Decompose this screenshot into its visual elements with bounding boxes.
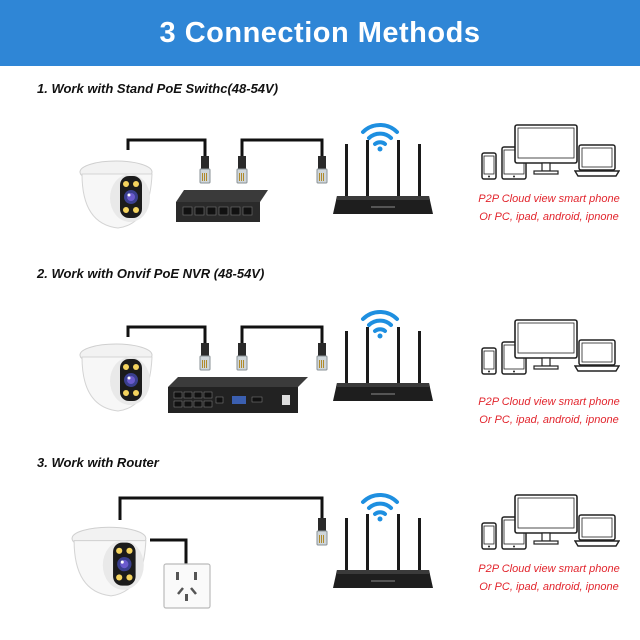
ethernet-cable	[126, 325, 324, 345]
caption-line: Or PC, ipad, android, ipnone	[479, 211, 619, 223]
caption-line: P2P Cloud view smart phone	[478, 563, 620, 575]
ethernet-plug-icon	[199, 343, 211, 371]
method-2-caption: P2P Cloud view smart phone Or PC, ipad, …	[466, 393, 632, 429]
method-3-label: 3. Work with Router	[37, 455, 159, 470]
method-2-scene	[0, 297, 640, 437]
caption-line: P2P Cloud view smart phone	[478, 193, 620, 205]
poe-switch-icon	[176, 190, 268, 222]
laptop-icon	[574, 514, 620, 547]
dome-camera-icon	[79, 160, 153, 229]
ethernet-plug-icon	[199, 156, 211, 184]
phone-icon	[481, 522, 497, 550]
wall-socket-icon	[163, 563, 211, 609]
phone-icon	[481, 152, 497, 180]
method-2-label: 2. Work with Onvif PoE NVR (48-54V)	[37, 266, 265, 281]
power-cable	[150, 538, 188, 564]
caption-line: Or PC, ipad, android, ipnone	[479, 414, 619, 426]
ethernet-plug-icon	[236, 156, 248, 184]
ethernet-plug-icon	[236, 343, 248, 371]
dome-camera-icon	[79, 343, 153, 412]
method-1-label: 1. Work with Stand PoE Swithc(48-54V)	[37, 81, 279, 96]
nvr-icon	[168, 377, 308, 413]
dome-camera-icon	[71, 526, 147, 597]
phone-icon	[481, 347, 497, 375]
page-title: 3 Connection Methods	[159, 16, 481, 49]
router-icon	[333, 327, 433, 401]
ethernet-plug-icon	[316, 518, 328, 546]
ethernet-plug-icon	[316, 343, 328, 371]
caption-line: Or PC, ipad, android, ipnone	[479, 581, 619, 593]
router-icon	[333, 140, 433, 214]
caption-line: P2P Cloud view smart phone	[478, 396, 620, 408]
ethernet-plug-icon	[316, 156, 328, 184]
ethernet-cable	[126, 138, 324, 158]
method-3-scene	[0, 480, 640, 620]
laptop-icon	[574, 144, 620, 177]
title-banner: 3 Connection Methods	[0, 0, 640, 66]
method-1-caption: P2P Cloud view smart phone Or PC, ipad, …	[466, 190, 632, 226]
method-3-caption: P2P Cloud view smart phone Or PC, ipad, …	[466, 560, 632, 596]
router-icon	[333, 514, 433, 588]
laptop-icon	[574, 339, 620, 372]
ethernet-cable	[118, 496, 324, 520]
method-1-scene	[0, 110, 640, 250]
